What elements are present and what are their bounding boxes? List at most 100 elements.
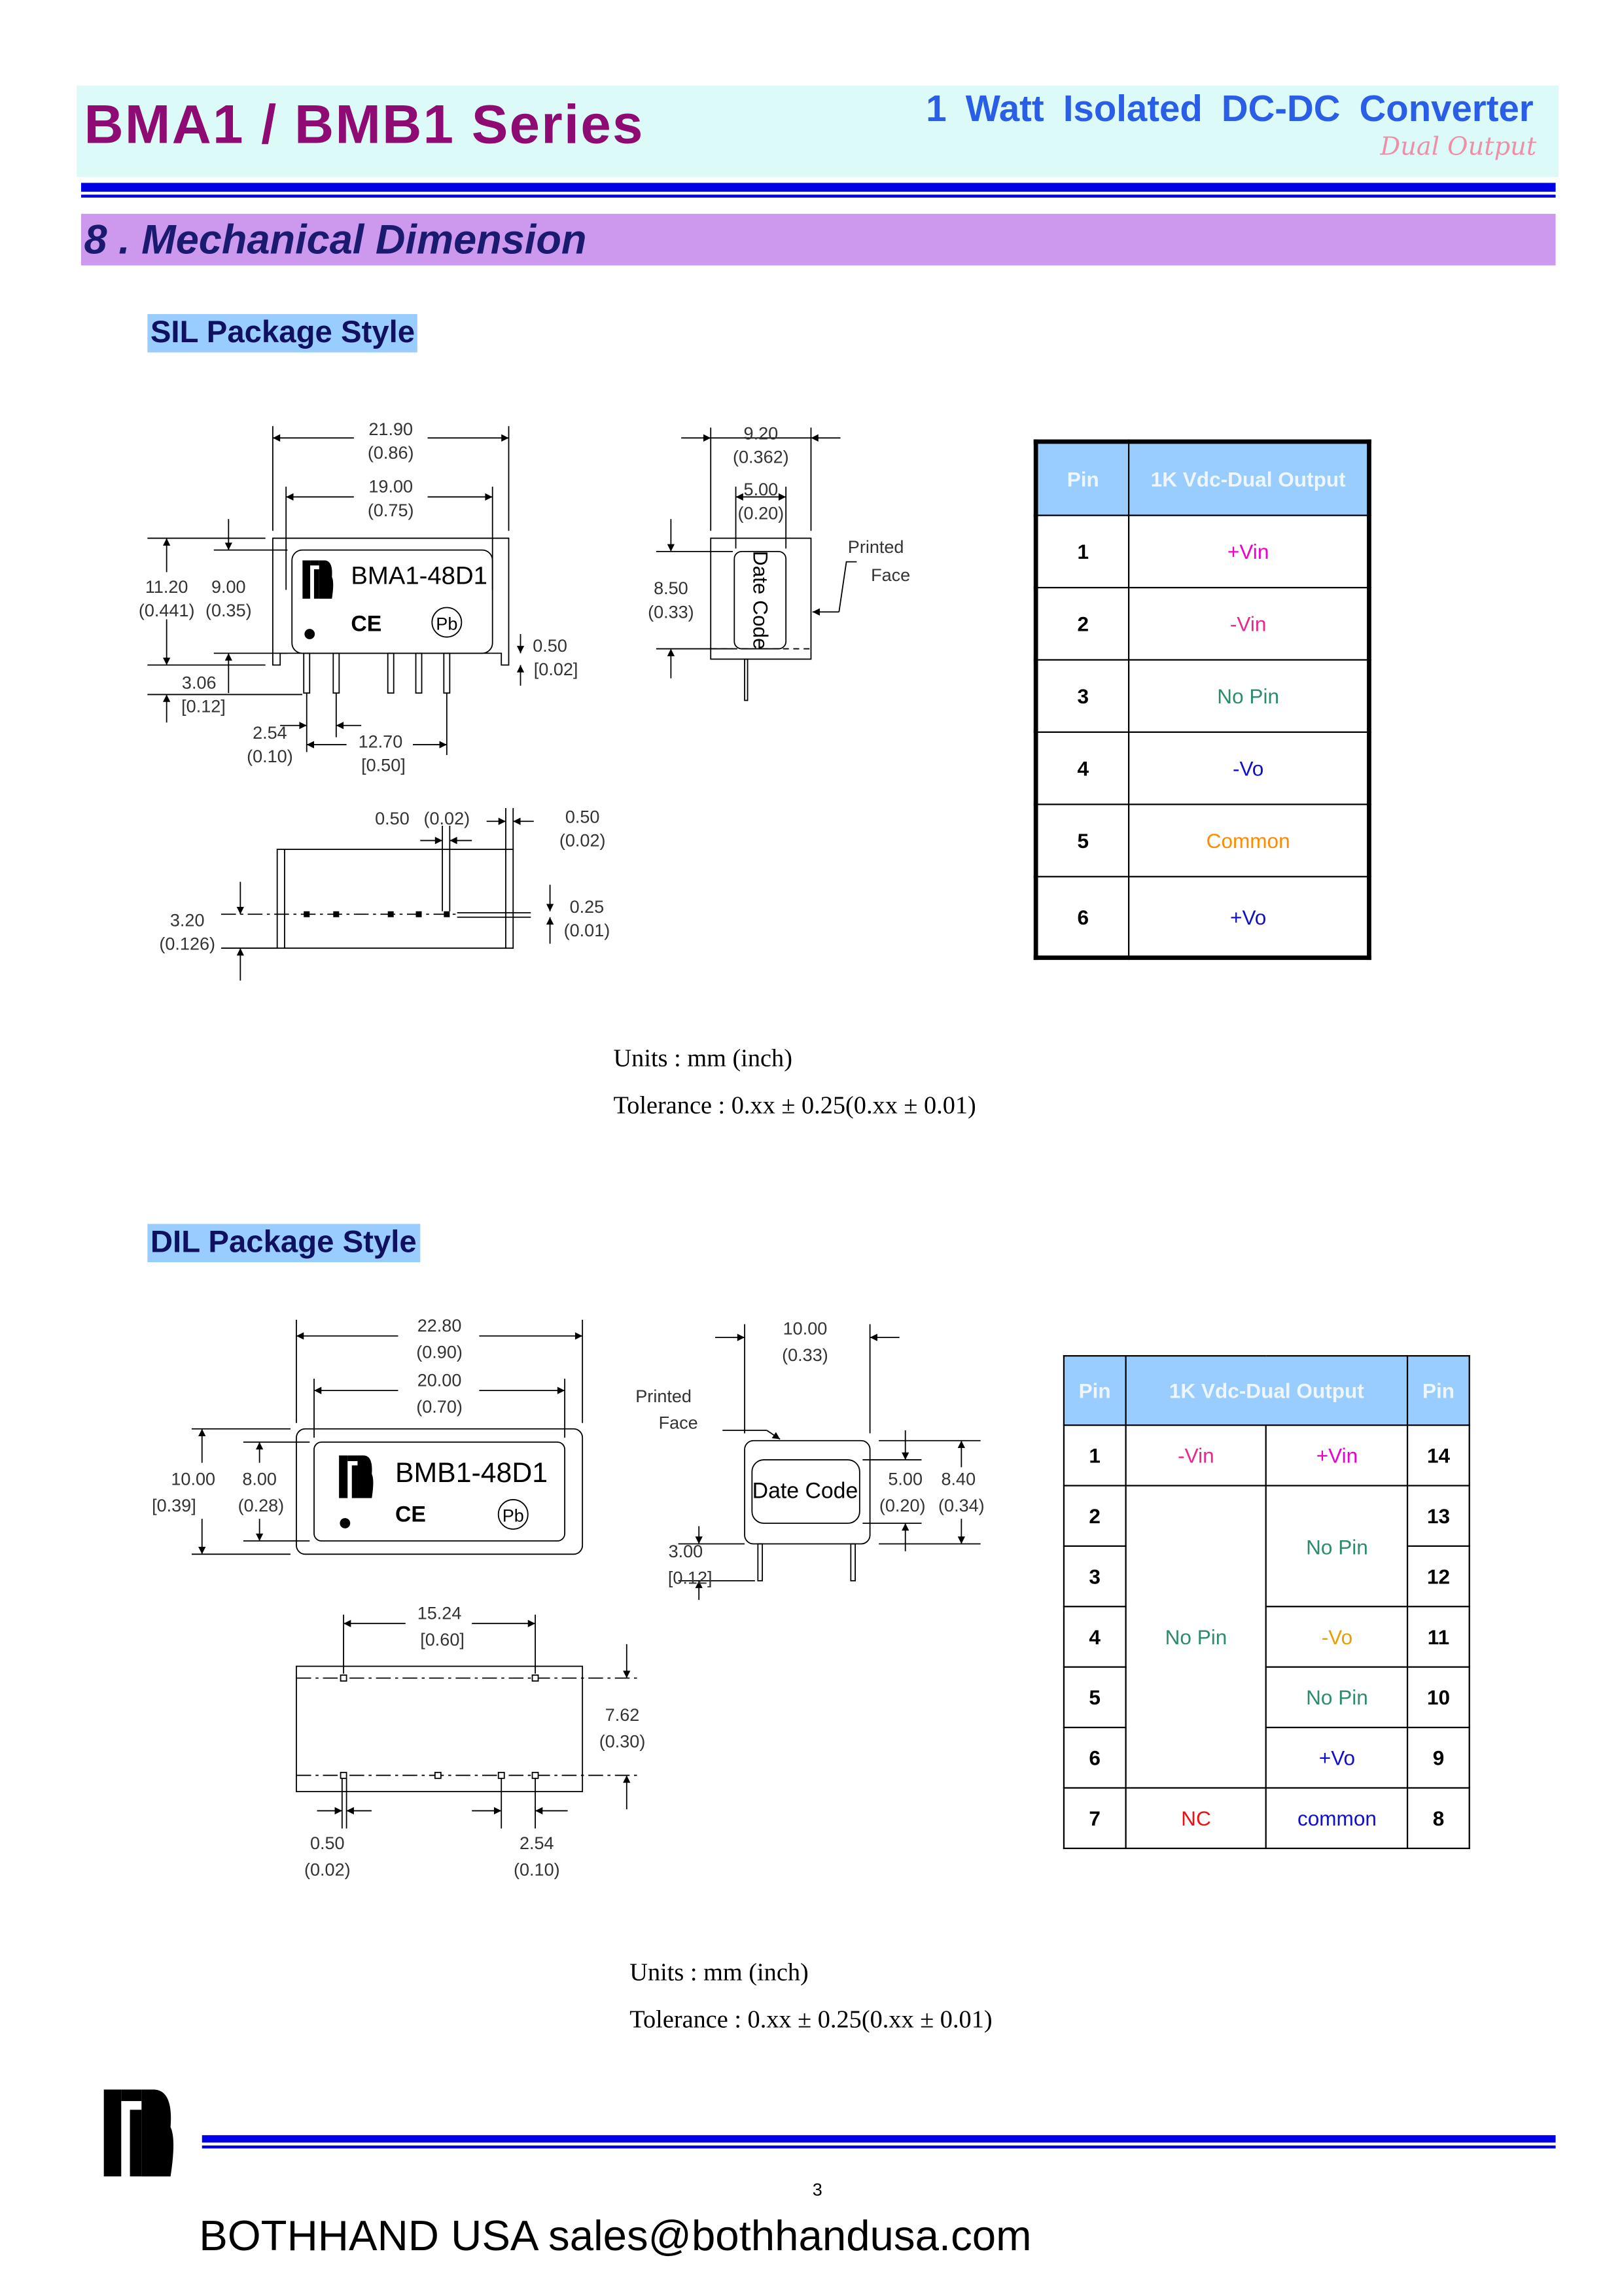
pin-number: 10 — [1407, 1666, 1470, 1729]
pin-function: NC — [1125, 1787, 1267, 1850]
column-header-pin: Pin — [1407, 1355, 1470, 1426]
sil-tolerance-note: Tolerance : 0.xx ± 0.25(0.xx ± 0.01) — [613, 1091, 976, 1120]
pin-number: 5 — [1063, 1666, 1127, 1729]
footer-rule-thick — [202, 2135, 1556, 2143]
dil-date-code: Date Code — [752, 1479, 858, 1504]
ce-mark-icon: CE — [351, 612, 381, 637]
pin1-dot-icon — [340, 1518, 351, 1528]
dil-package-label: DIL Package Style — [147, 1224, 420, 1263]
dim-label: (0.126) — [159, 934, 215, 953]
dim-label: 8.50 — [654, 578, 688, 598]
pin-function: No Pin — [1125, 1485, 1267, 1789]
section-heading-bar: 8 . Mechanical Dimension — [80, 213, 1556, 266]
printed-face-note: Printed — [635, 1386, 692, 1406]
pin-function: -Vin — [1128, 586, 1370, 661]
pin-function: -Vo — [1128, 731, 1370, 805]
pin-function: +Vo — [1265, 1726, 1409, 1789]
table-row: 6 +Vo 9 — [1063, 1726, 1470, 1789]
table-header-row: Pin 1K Vdc-Dual Output Pin — [1063, 1355, 1470, 1426]
pin-function: -Vin — [1125, 1424, 1267, 1487]
pin-number: 11 — [1407, 1606, 1470, 1668]
header-rule-thin — [80, 194, 1556, 198]
column-header-pin: Pin — [1035, 440, 1130, 516]
dim-label: 15.24 — [417, 1603, 462, 1623]
dim-label: 2.54 — [520, 1833, 554, 1853]
dim-label: 0.50 — [310, 1833, 345, 1853]
dim-label: 10.00 — [783, 1319, 828, 1339]
pin-function: Common — [1128, 804, 1370, 877]
dim-label: (0.01) — [564, 921, 610, 940]
dim-label: 3.20 — [170, 910, 205, 930]
sil-bottom-view: 3.20 (0.126) 0.50 (0.02) 0.50 (0.02) 0.2… — [159, 807, 610, 981]
pin-number: 8 — [1407, 1787, 1470, 1850]
dim-label: (0.10) — [514, 1860, 560, 1880]
bothhand-logo-icon — [339, 1455, 374, 1498]
dim-label: (0.70) — [416, 1397, 463, 1417]
dil-pin-table: Pin 1K Vdc-Dual Output Pin 1 -Vin +Vin 1… — [1063, 1355, 1470, 1850]
dim-label: 12.70 — [359, 732, 403, 752]
bothhand-footer-logo-icon — [103, 2089, 174, 2177]
printed-face-note: Face — [659, 1413, 698, 1433]
pb-free-icon — [497, 1499, 529, 1530]
product-subtitle: 1 Watt Isolated DC-DC Converter — [926, 88, 1534, 130]
pin-number: 4 — [1063, 1606, 1127, 1668]
dim-label: 21.90 — [368, 419, 413, 439]
dim-label: [0.60] — [420, 1630, 465, 1650]
pin-function: No Pin — [1265, 1666, 1409, 1729]
bothhand-logo-icon — [302, 560, 334, 599]
section-title: 8 . Mechanical Dimension — [84, 217, 587, 263]
column-header-output: 1K Vdc-Dual Output — [1125, 1355, 1409, 1426]
pin-function: -Vo — [1265, 1606, 1409, 1668]
pin-number: 4 — [1035, 731, 1130, 805]
dim-label: 9.20 — [744, 424, 779, 444]
sil-units-note: Units : mm (inch) — [613, 1044, 792, 1072]
table-row: 4 -Vo 11 — [1063, 1606, 1470, 1668]
table-row: 4-Vo — [1035, 731, 1370, 805]
dim-label: 2.54 — [253, 723, 287, 743]
sil-date-code: Date Code — [749, 551, 773, 650]
pin-number: 3 — [1063, 1545, 1127, 1608]
dim-label: 7.62 — [605, 1705, 640, 1725]
pin-number: 2 — [1035, 586, 1130, 661]
pin-function: +Vin — [1265, 1424, 1409, 1487]
dim-label: 10.00 — [171, 1469, 215, 1489]
pin-number: 3 — [1035, 659, 1130, 733]
header-rule-thick — [80, 183, 1556, 192]
output-type-tagline: Dual Output — [1380, 132, 1537, 162]
dim-label: 22.80 — [417, 1316, 462, 1335]
dim-label: 0.25 — [570, 897, 605, 917]
dim-label: (0.10) — [247, 747, 293, 766]
dim-label: (0.02) — [304, 1860, 351, 1880]
dil-side-view: Date Code 10.00 (0.33) Printed Face 5.00… — [635, 1319, 985, 1600]
dim-label: [0.12] — [181, 696, 226, 716]
dim-label: [0.39] — [152, 1496, 196, 1515]
dim-label: 0.50 — [565, 807, 600, 827]
dim-label: 5.00 — [744, 480, 779, 499]
pin-number: 1 — [1035, 514, 1130, 589]
table-row: 2 No Pin No Pin 13 — [1063, 1485, 1470, 1789]
dim-label: (0.28) — [238, 1496, 285, 1515]
sil-front-view: BMA1-48D1 CE Pb — [139, 419, 578, 775]
sil-part-number: BMA1-48D1 — [351, 561, 487, 590]
dim-label: (0.30) — [599, 1732, 646, 1752]
dil-front-view: BMB1-48D1 CE Pb 22.80 (0.90) 20.00 (0.70… — [152, 1316, 584, 1555]
dim-label: (0.33) — [782, 1345, 828, 1365]
dim-label: [0.02] — [534, 660, 578, 679]
dim-label: 19.00 — [368, 477, 413, 497]
table-header-row: Pin 1K Vdc-Dual Output — [1035, 440, 1370, 516]
series-title: BMA1 / BMB1 Series — [84, 94, 644, 155]
dim-label: (0.34) — [938, 1496, 985, 1515]
dim-label: (0.441) — [139, 601, 195, 620]
table-row: 6+Vo — [1035, 875, 1370, 959]
pin-number: 14 — [1407, 1424, 1470, 1487]
pin-number: 12 — [1407, 1545, 1470, 1608]
table-row: 5 No Pin 10 — [1063, 1666, 1470, 1729]
dim-label: (0.90) — [416, 1343, 463, 1362]
dim-label: (0.33) — [648, 602, 694, 622]
header-banner — [77, 85, 1559, 177]
pin-number: 6 — [1035, 875, 1130, 959]
